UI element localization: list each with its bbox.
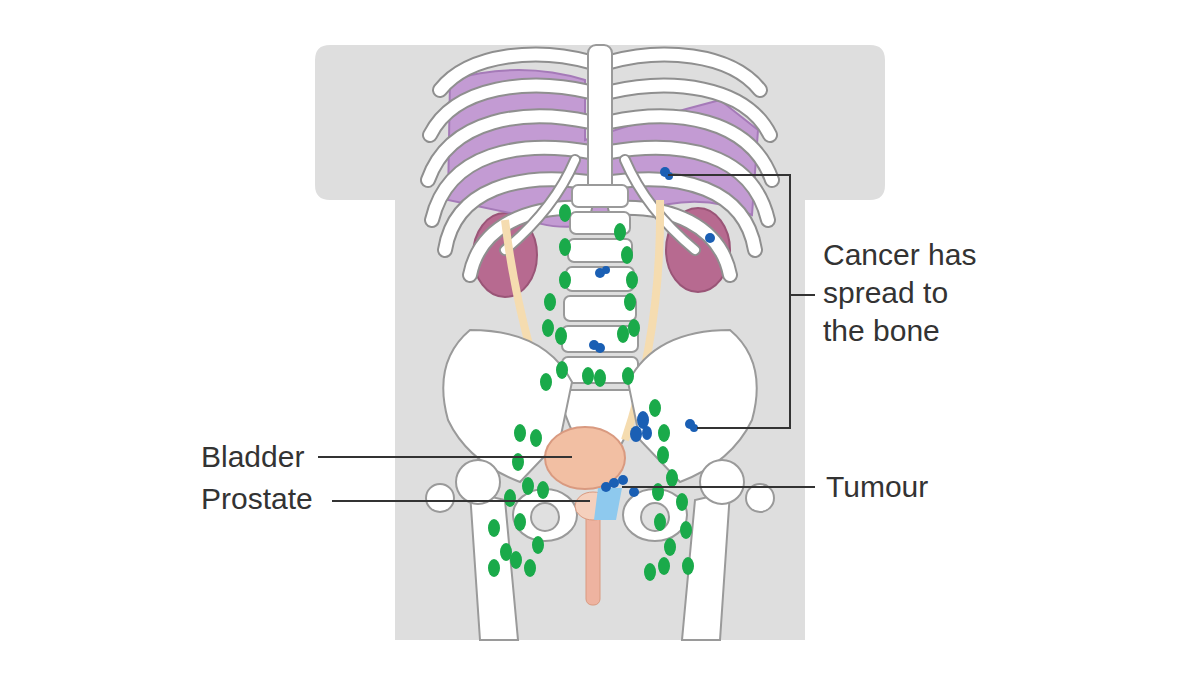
lymph-node	[540, 373, 552, 391]
lymph-node	[628, 319, 640, 337]
lymph-node	[522, 477, 534, 495]
lymph-node	[649, 399, 661, 417]
lymph-node	[559, 204, 571, 222]
callout-label: Cancer has spread to the bone	[823, 236, 988, 350]
lymph-node	[657, 446, 669, 464]
callout-label: Bladder	[201, 438, 341, 476]
lymph-node	[488, 559, 500, 577]
leader-line	[332, 500, 590, 502]
lymph-node	[658, 557, 670, 575]
bracket-leader	[668, 175, 790, 428]
lymph-node	[664, 538, 676, 556]
metastasis	[690, 424, 698, 432]
lymph-node	[488, 519, 500, 537]
callout-label: Prostate	[201, 480, 341, 518]
metastasis	[595, 343, 605, 353]
lymph-node	[559, 238, 571, 256]
vertebra	[572, 185, 628, 207]
metastasis	[630, 426, 642, 442]
leader-line	[790, 294, 815, 296]
rib-cage	[610, 55, 772, 275]
metastasis	[602, 266, 610, 274]
lymph-nodes	[488, 204, 694, 581]
lymph-node	[514, 424, 526, 442]
leader-line	[622, 486, 815, 488]
lymph-node	[654, 513, 666, 531]
lymph-node	[504, 489, 516, 507]
lymph-node	[555, 327, 567, 345]
lymph-node	[622, 367, 634, 385]
lymph-node	[514, 513, 526, 531]
lymph-node	[682, 557, 694, 575]
bone-metastases	[589, 167, 715, 497]
lymph-node	[542, 319, 554, 337]
pelvis-femur	[623, 330, 774, 640]
leader-lines	[318, 175, 815, 501]
lymph-node	[512, 453, 524, 471]
lymph-node	[532, 536, 544, 554]
lymph-node	[658, 424, 670, 442]
metastasis	[629, 487, 639, 497]
metastasis	[642, 426, 652, 440]
lymph-node	[559, 271, 571, 289]
lymph-node	[524, 559, 536, 577]
lymph-node	[582, 367, 594, 385]
lymph-node	[644, 563, 656, 581]
sternum	[588, 45, 612, 205]
lymph-node	[617, 325, 629, 343]
lymph-node	[652, 483, 664, 501]
lymph-node	[530, 429, 542, 447]
lymph-node	[676, 493, 688, 511]
lymph-node	[621, 246, 633, 264]
lymph-node	[624, 293, 636, 311]
lymph-node	[680, 521, 692, 539]
pelvis-femur	[426, 330, 577, 640]
leader-line	[318, 456, 572, 458]
lymph-node	[626, 271, 638, 289]
lymph-node	[594, 369, 606, 387]
lymph-node	[556, 361, 568, 379]
tumour-area	[594, 488, 622, 520]
metastasis	[705, 233, 715, 243]
body-silhouette	[315, 45, 885, 640]
lymph-node	[537, 481, 549, 499]
metastasis	[618, 475, 628, 485]
vertebra	[562, 326, 638, 352]
callout-label: Tumour	[826, 468, 966, 506]
lymph-node	[666, 469, 678, 487]
lymph-node	[544, 293, 556, 311]
lymph-node	[614, 223, 626, 241]
vertebra	[566, 267, 634, 291]
lymph-node	[510, 551, 522, 569]
metastasis	[609, 478, 619, 488]
